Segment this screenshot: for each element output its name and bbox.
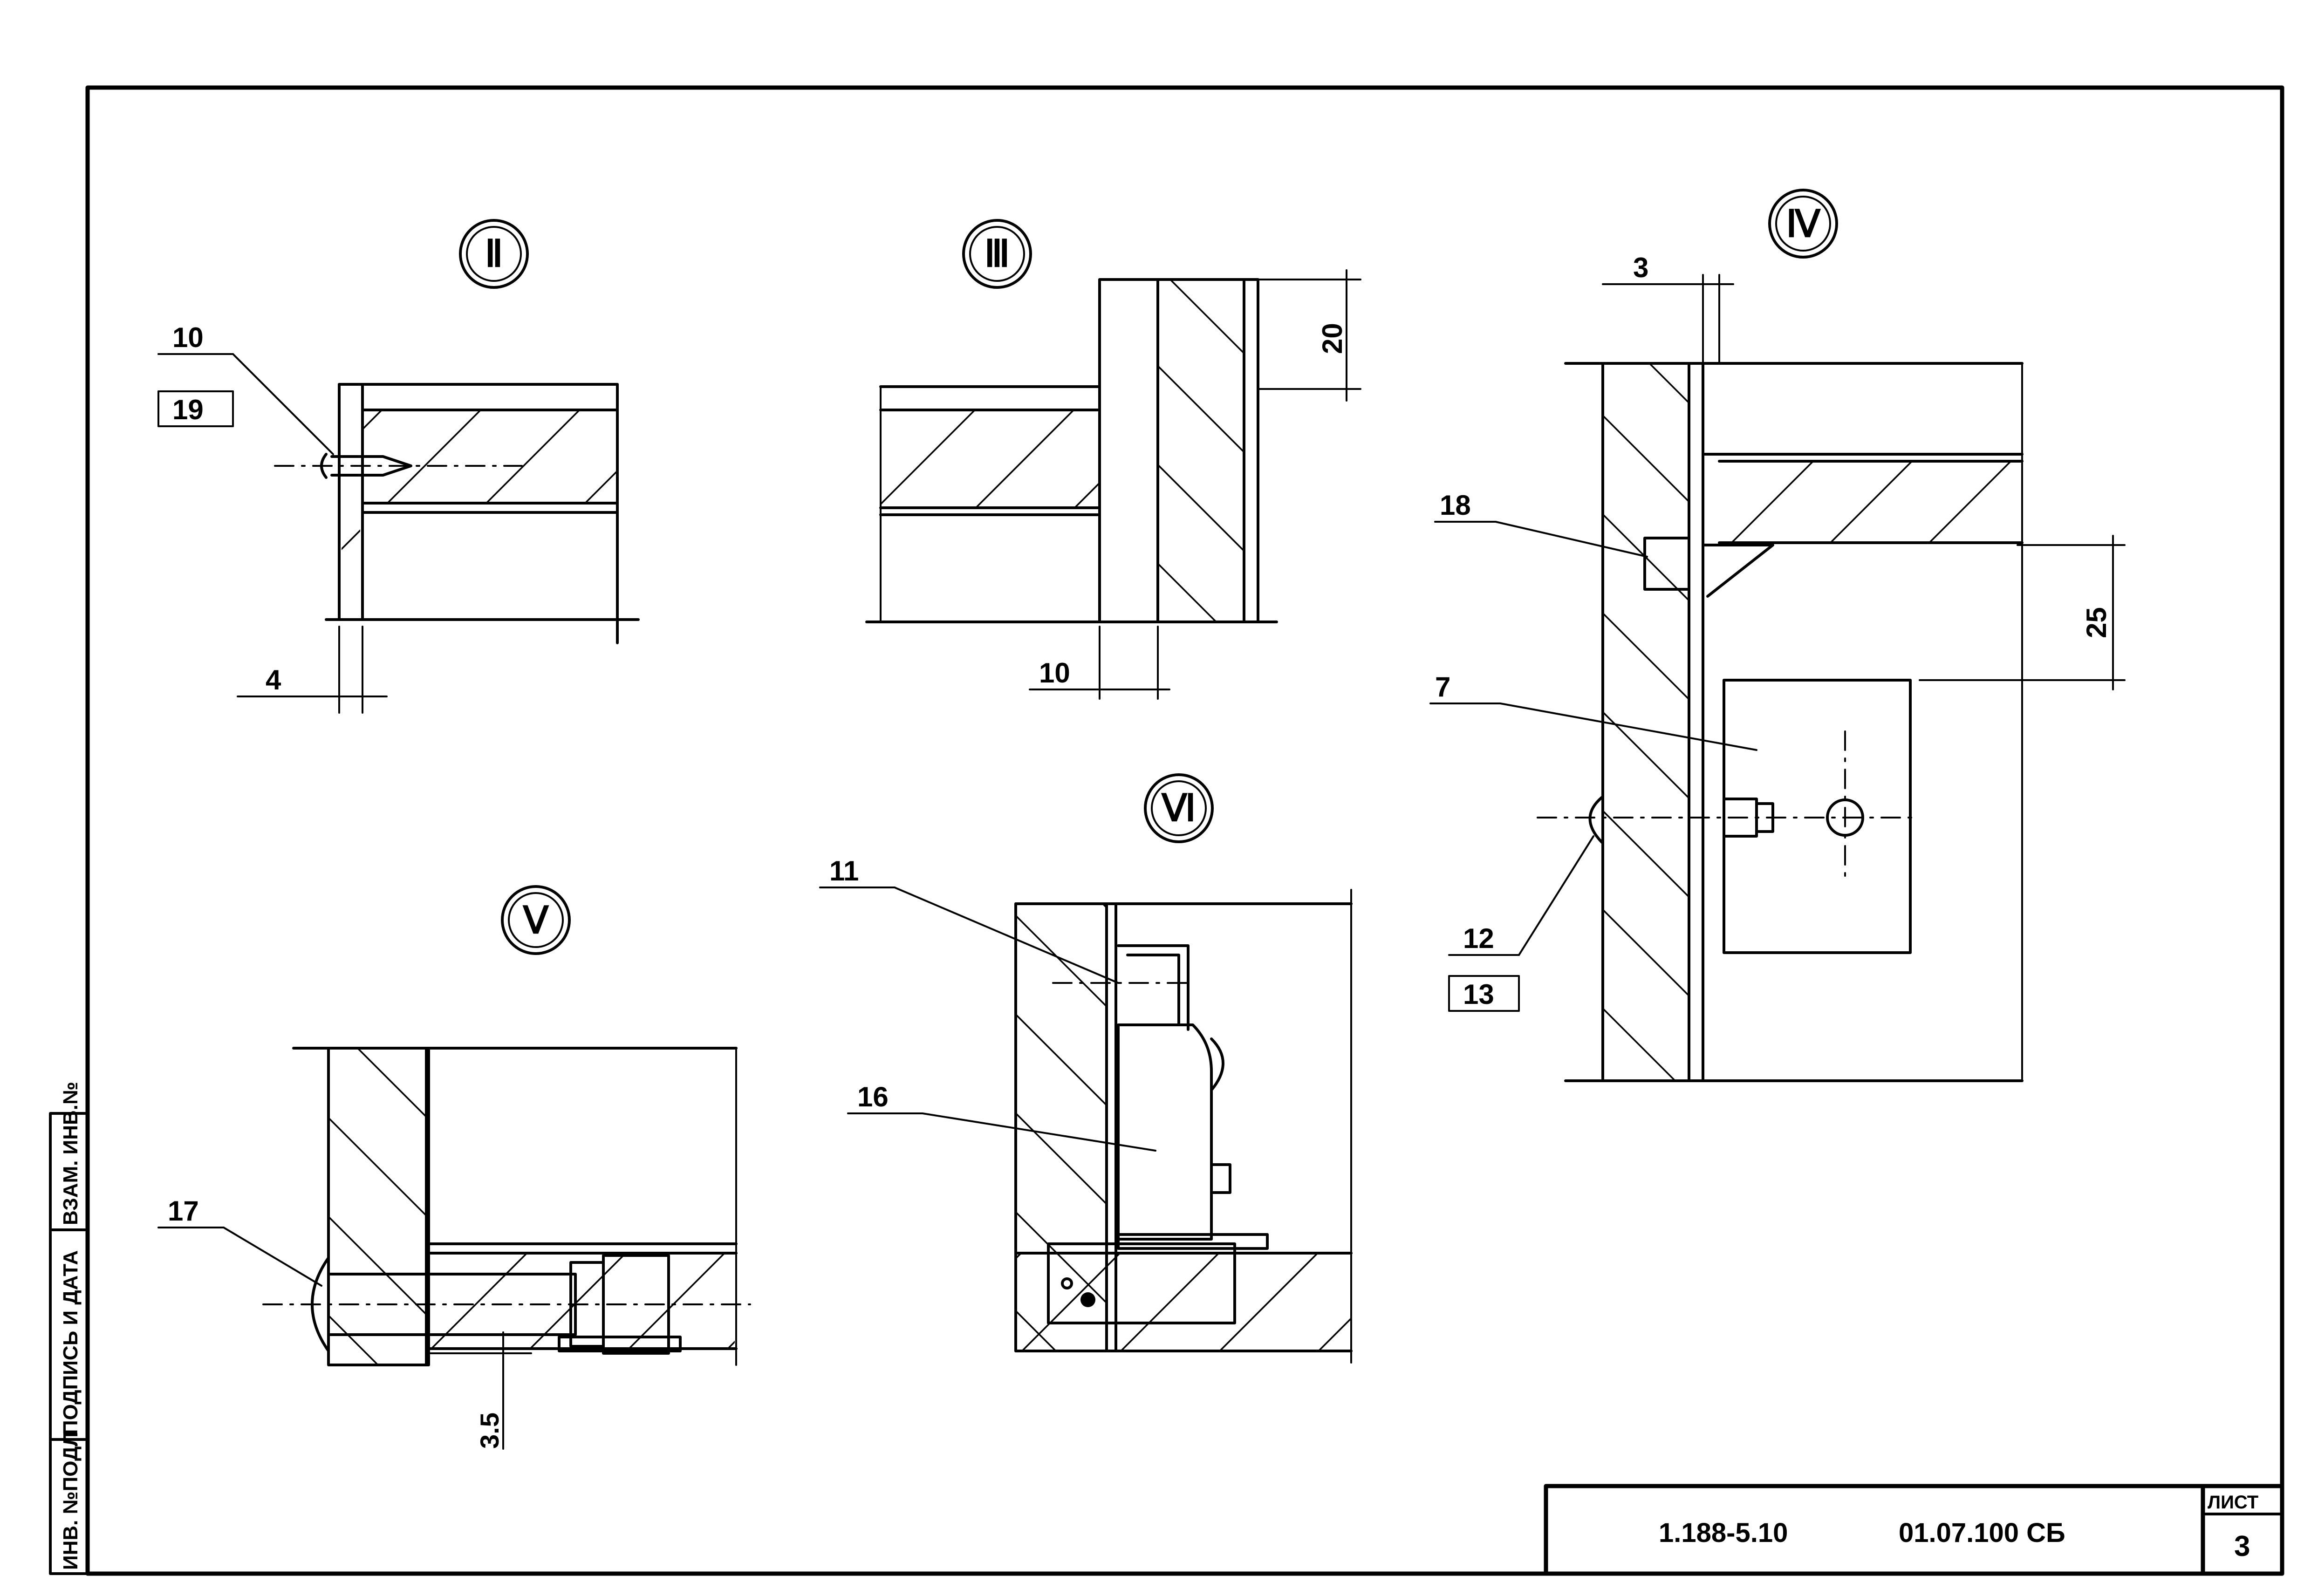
callout-18: 18: [1440, 490, 1471, 521]
callout-12: 12: [1463, 923, 1494, 954]
callout-7: 7: [1435, 671, 1450, 703]
detail-II: Ⅱ 10 19 4: [157, 219, 640, 714]
detail-V-label: Ⅴ: [522, 900, 549, 941]
sheet-number: 3: [2234, 1530, 2250, 1562]
sheet-label: ЛИСТ: [2208, 1492, 2258, 1513]
detail-V: Ⅴ 17 3.5: [157, 885, 751, 1450]
dim-25: 25: [2081, 607, 2112, 638]
detail-III-label: Ⅲ: [984, 233, 1010, 274]
dim-10: 10: [1039, 657, 1070, 689]
detail-VI: Ⅵ 11 16: [819, 773, 1353, 1364]
stamp-cell-signature: ПОДПИСЬ И ДАТА: [59, 1250, 82, 1435]
stamp-cell-inv: ИНВ. №ПОДЛ: [59, 1432, 82, 1570]
stamp-cell-replace: ВЗАМ. ИНВ.№: [59, 1082, 82, 1225]
title-block: 1.188-5.10 01.07.100 СБ ЛИСТ 3: [1544, 1484, 2284, 1576]
callout-19: 19: [172, 394, 204, 425]
callout-10: 10: [172, 322, 204, 353]
callout-13: 13: [1463, 979, 1494, 1010]
detail-IV: Ⅳ 3 25 18: [1429, 189, 2126, 1082]
title-code: 1.188-5.10: [1659, 1518, 1788, 1548]
dim-3-5: 3.5: [475, 1412, 504, 1449]
detail-IV-label: Ⅳ: [1786, 203, 1821, 245]
callout-17: 17: [168, 1195, 199, 1227]
dim-20: 20: [1317, 323, 1348, 354]
detail-II-label: Ⅱ: [485, 233, 503, 274]
callout-11: 11: [829, 855, 859, 887]
sheet-frame: [85, 85, 2284, 1576]
title-doc: 01.07.100 СБ: [1899, 1518, 2065, 1548]
dim-4: 4: [266, 664, 281, 696]
detail-III: Ⅲ 20 10: [865, 219, 1361, 700]
dim-3: 3: [1633, 252, 1648, 283]
side-stamp: ИНВ. №ПОДЛ ПОДПИСЬ И ДАТА ВЗАМ. ИНВ.№: [49, 1082, 89, 1575]
detail-VI-label: Ⅵ: [1161, 787, 1196, 829]
callout-16: 16: [857, 1081, 889, 1112]
